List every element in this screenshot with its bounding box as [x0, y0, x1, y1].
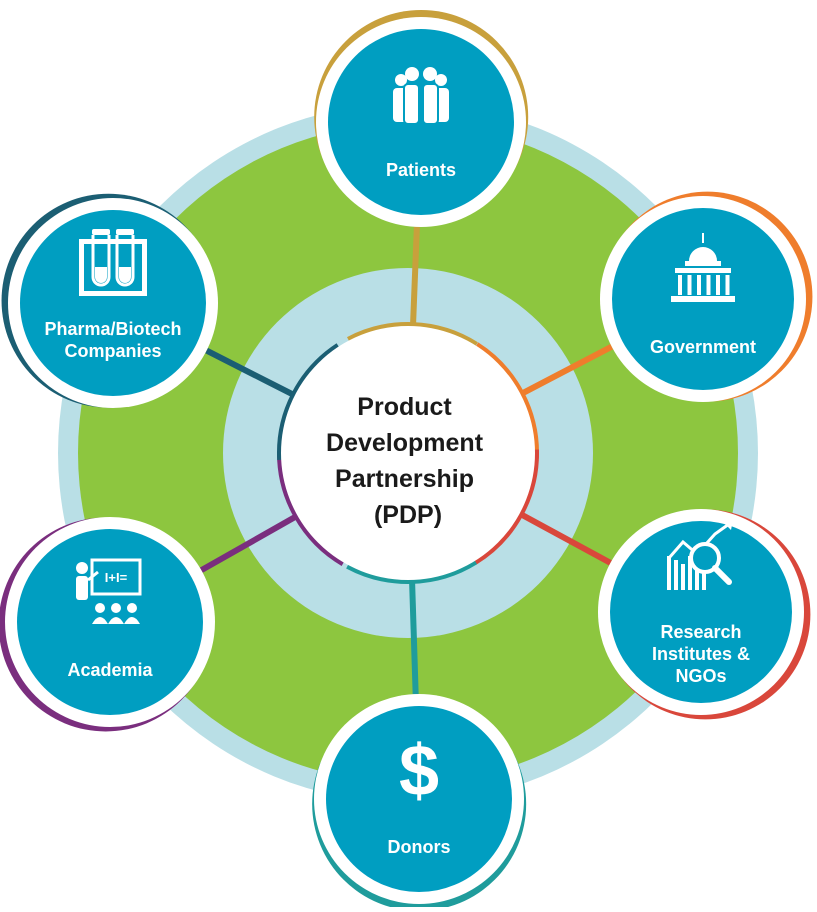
connector-pharma: [205, 347, 298, 400]
connector-research: [516, 509, 612, 566]
people-group-icon: [393, 67, 449, 125]
capitol-building-icon: [671, 233, 735, 302]
node-label-line: NGOs: [675, 666, 726, 686]
connector-donors: [408, 577, 419, 695]
connectors: [199, 226, 614, 695]
node-academia[interactable]: I+I= Academia: [0, 517, 215, 732]
node-circle: [326, 706, 512, 892]
svg-text:$: $: [399, 731, 439, 811]
node-label: Donors: [388, 837, 451, 857]
chart-magnifier-icon: [667, 520, 733, 590]
center-title-line-1: Product: [357, 393, 452, 421]
node-label-line: Government: [650, 337, 756, 357]
node-circle: [20, 210, 206, 396]
center-title-line-4: (PDP): [374, 501, 442, 529]
connector-government: [517, 344, 614, 398]
node-label-line: Patients: [386, 160, 456, 180]
connector-patients: [409, 226, 420, 329]
node-circle: [328, 29, 514, 215]
node-label-line: Donors: [388, 837, 451, 857]
node-government[interactable]: Government: [600, 191, 813, 402]
node-circle: [610, 521, 792, 703]
node-label: Government: [650, 337, 756, 357]
node-label: Academia: [67, 660, 153, 680]
node-label-line: Companies: [64, 341, 161, 361]
node-label-line: Research: [660, 622, 741, 642]
center-title: Product Development Partnership (PDP): [326, 393, 490, 529]
node-label: Patients: [386, 160, 456, 180]
node-label-line: Pharma/Biotech: [44, 319, 181, 339]
center-title-line-2: Development: [326, 429, 484, 457]
center-title-line-3: Partnership: [335, 465, 474, 493]
node-label-line: Institutes &: [652, 644, 750, 664]
node-patients[interactable]: Patients: [314, 10, 529, 227]
node-label-line: Academia: [67, 660, 153, 680]
teacher-classroom-icon: I+I=: [76, 558, 142, 624]
dollar-sign-icon: $: [399, 731, 439, 811]
svg-text:I+I=: I+I=: [105, 570, 128, 585]
center-circle: [281, 326, 535, 580]
node-donors[interactable]: $ Donors: [312, 694, 527, 911]
connector-academia: [199, 512, 301, 573]
test-tubes-icon: [79, 229, 147, 296]
